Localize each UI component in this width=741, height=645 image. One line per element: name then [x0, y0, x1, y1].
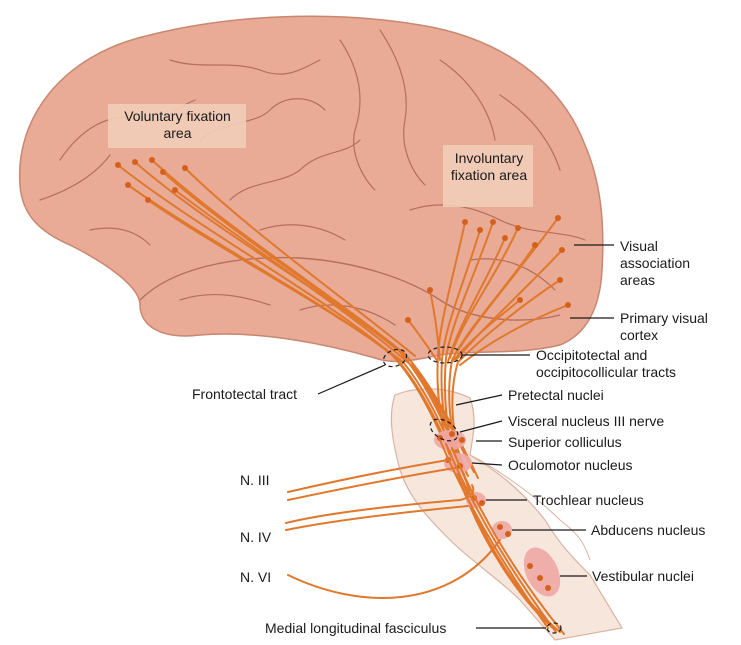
abducens-label: Abducens nucleus: [591, 522, 706, 538]
mlf-label: Medial longitudinal fasciculus: [265, 620, 447, 636]
primary-visual-label: Primary visual cortex: [620, 310, 708, 343]
n6-label: N. VI: [240, 569, 272, 585]
visual-association-label: Visual association areas: [620, 238, 691, 288]
brain-gyri: [39, 29, 586, 326]
nucleus-nodes: [437, 431, 551, 591]
vestibular-nucleus: [523, 547, 561, 597]
visceral-nucleus-label: Visceral nucleus III nerve: [508, 413, 665, 429]
n4-label: N. IV: [240, 529, 272, 545]
frontotectal-leader: [317, 364, 386, 395]
n3-fibre-a: [287, 459, 449, 493]
n3-fibre-b: [287, 467, 456, 501]
pretectal-marker: [429, 418, 459, 442]
frontotectal-label: Frontotectal tract: [192, 386, 298, 402]
leader-lines: [317, 244, 614, 629]
mlf-marker: [546, 622, 562, 634]
n4-fibre-b: [285, 505, 469, 531]
oculomotor-label: Oculomotor nucleus: [508, 457, 633, 473]
cranial-nerves: [285, 439, 565, 635]
frontotectal-marker: [382, 348, 408, 368]
visceral-leader: [459, 420, 503, 433]
superior-colliculus-label: Superior colliculus: [508, 434, 622, 450]
occipitotectal-nodes: [405, 215, 571, 323]
n3-label: N. III: [240, 472, 270, 488]
occipitotectal-label: Occipitotectal and occipitocollicular tr…: [536, 347, 677, 380]
vestibular-label: Vestibular nuclei: [592, 568, 694, 584]
involuntary-fixation-label: Involuntary fixation area: [450, 150, 528, 183]
voluntary-fixation-label: Voluntary fixation area: [124, 108, 231, 141]
temporal-lobe-contour: [139, 256, 561, 321]
voluntary-label-box: [108, 104, 246, 148]
pretectal-leader: [455, 394, 503, 406]
occipitotectal-tract: [407, 217, 569, 471]
trochlear-label: Trochlear nucleus: [533, 492, 644, 508]
frontotectal-nodes: [115, 157, 188, 203]
mlf-fibre-c: [451, 447, 565, 635]
n6-fibre: [287, 539, 501, 599]
brain-hemisphere: [18, 15, 604, 363]
mlf-fibre-a: [439, 439, 549, 629]
mlf-fibre-b: [445, 443, 557, 633]
brainstem-lower: [469, 454, 591, 561]
involuntary-label-box: [443, 145, 533, 207]
oculomotor-leader: [471, 462, 503, 466]
pretectal-label: Pretectal nuclei: [508, 387, 604, 403]
